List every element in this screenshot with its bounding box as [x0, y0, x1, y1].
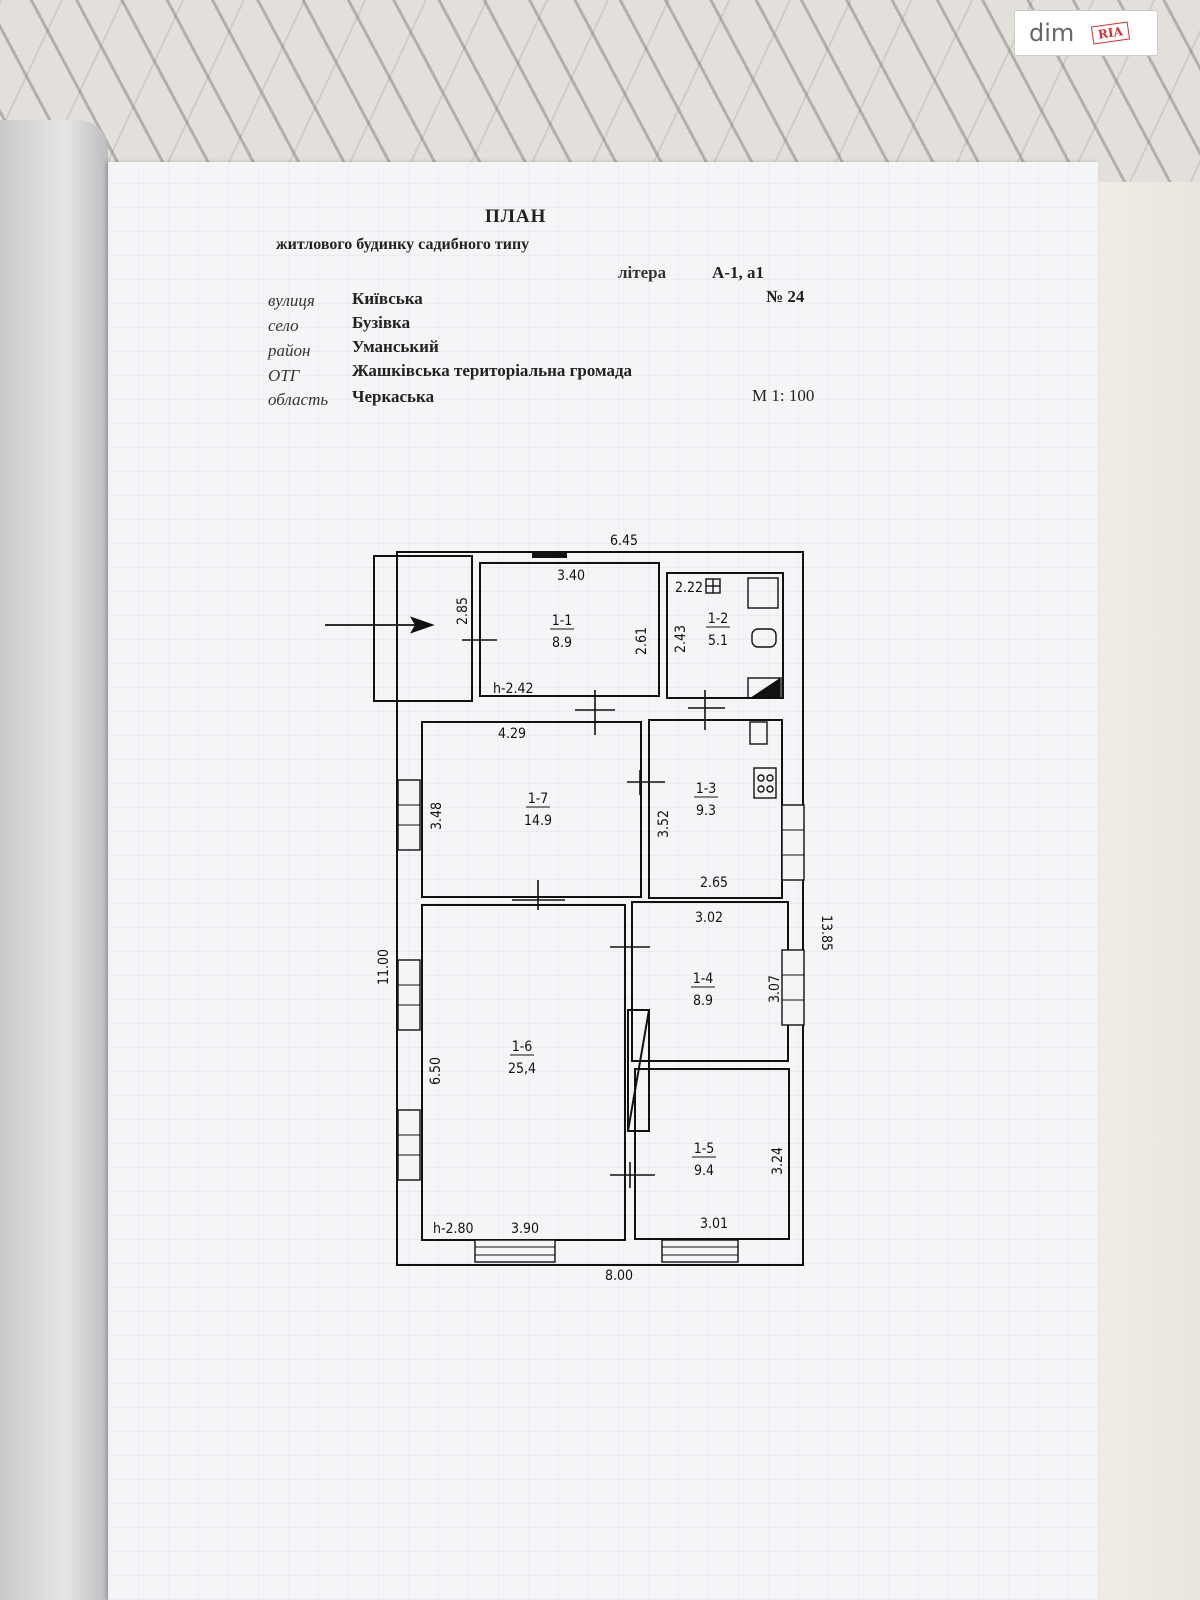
room-1-2-outline — [666, 572, 784, 699]
dim-3-90: 3.90 — [511, 1221, 539, 1237]
watermark-dim: dim — [1029, 19, 1075, 47]
community-label: ОТГ — [268, 366, 300, 385]
window-right-1 — [781, 804, 805, 881]
window-right-2 — [781, 949, 805, 1026]
scale-label: М 1: 100 — [752, 386, 815, 405]
room-1-2-area: 5.1 — [708, 633, 728, 649]
village-value: Бузівка — [352, 313, 411, 332]
region-label: область — [268, 390, 329, 409]
district-label: район — [268, 341, 311, 360]
outer-wall — [396, 551, 804, 1266]
dim-3-01: 3.01 — [700, 1216, 728, 1232]
dim-3-24: 3.24 — [770, 1147, 786, 1175]
room-1-7-outline — [421, 721, 642, 898]
window-bottom-1 — [474, 1239, 556, 1263]
left-book-page — [0, 120, 108, 1600]
porch-step-mark — [532, 553, 567, 558]
district-value: Уманський — [352, 337, 439, 356]
dim-3-02: 3.02 — [695, 910, 723, 926]
dim-3-48: 3.48 — [429, 802, 445, 830]
plan-title: ПЛАН — [485, 206, 547, 227]
bath-fixture — [747, 577, 779, 609]
house-number: № 24 — [766, 287, 805, 306]
fridge-fixture — [749, 721, 768, 745]
litera-value: А-1, а1 — [712, 263, 764, 282]
room-1-3-id: 1-3 — [696, 781, 717, 797]
litera-label: літера — [618, 263, 667, 282]
toilet-fixture — [751, 628, 777, 648]
room-1-5-id: 1-5 — [694, 1141, 715, 1157]
room-1-3-area: 9.3 — [696, 803, 716, 819]
dim-3-52: 3.52 — [656, 810, 672, 838]
room-1-5-outline — [634, 1068, 790, 1240]
room-1-1-area: 8.9 — [552, 635, 572, 651]
room-1-2-id: 1-2 — [708, 611, 729, 627]
street-value: Київська — [352, 289, 423, 308]
cooker-fixture — [753, 767, 777, 799]
room-1-7-area: 14.9 — [524, 813, 552, 829]
window-bottom-2 — [661, 1239, 739, 1263]
room-1-1-id: 1-1 — [552, 613, 573, 629]
region-value: Черкаська — [352, 387, 435, 406]
window-left-2 — [397, 959, 421, 1031]
dim-2-61: 2.61 — [634, 627, 650, 655]
dim-2-43: 2.43 — [673, 625, 689, 653]
room-1-4-area: 8.9 — [693, 993, 713, 1009]
dim-4-29: 4.29 — [498, 726, 526, 742]
entrance-arrow-head — [410, 616, 435, 634]
room-1-6-id: 1-6 — [512, 1039, 533, 1055]
dim-6-50: 6.50 — [428, 1057, 444, 1085]
room-1-5-area: 9.4 — [694, 1163, 714, 1179]
dim-2-22: 2.22 — [675, 580, 703, 596]
dim-overall-left: 11.00 — [376, 949, 392, 985]
room-1-6-area: 25,4 — [508, 1061, 536, 1077]
window-left-3 — [397, 1109, 421, 1181]
room-1-4-id: 1-4 — [693, 971, 714, 987]
street-label: вулиця — [268, 291, 315, 310]
dim-3-07: 3.07 — [767, 975, 783, 1003]
room-1-7-id: 1-7 — [528, 791, 549, 807]
porch-outline — [373, 555, 473, 702]
dim-2-85: 2.85 — [455, 597, 471, 625]
stove-outline — [627, 1009, 650, 1132]
dim-overall-right: 13.85 — [818, 915, 834, 951]
village-label: село — [268, 316, 299, 335]
plan-subtitle: житлового будинку садибного типу — [276, 236, 530, 253]
plan-sheet — [108, 162, 1098, 1600]
dim-2-65: 2.65 — [700, 875, 728, 891]
room-1-1-outline — [479, 562, 660, 697]
dim-3-40: 3.40 — [557, 568, 585, 584]
dim-overall-bottom: 8.00 — [605, 1268, 633, 1284]
dim-h-2-42: h-2.42 — [493, 681, 534, 697]
dim-overall-top: 6.45 — [610, 533, 638, 549]
community-value: Жашківська територіальна громада — [352, 361, 633, 380]
dim-ria-watermark: dim RIA — [1014, 10, 1158, 56]
window-left-1 — [397, 779, 421, 851]
boiler-fixture — [750, 678, 780, 698]
dim-h-2-80: h-2.80 — [433, 1221, 474, 1237]
